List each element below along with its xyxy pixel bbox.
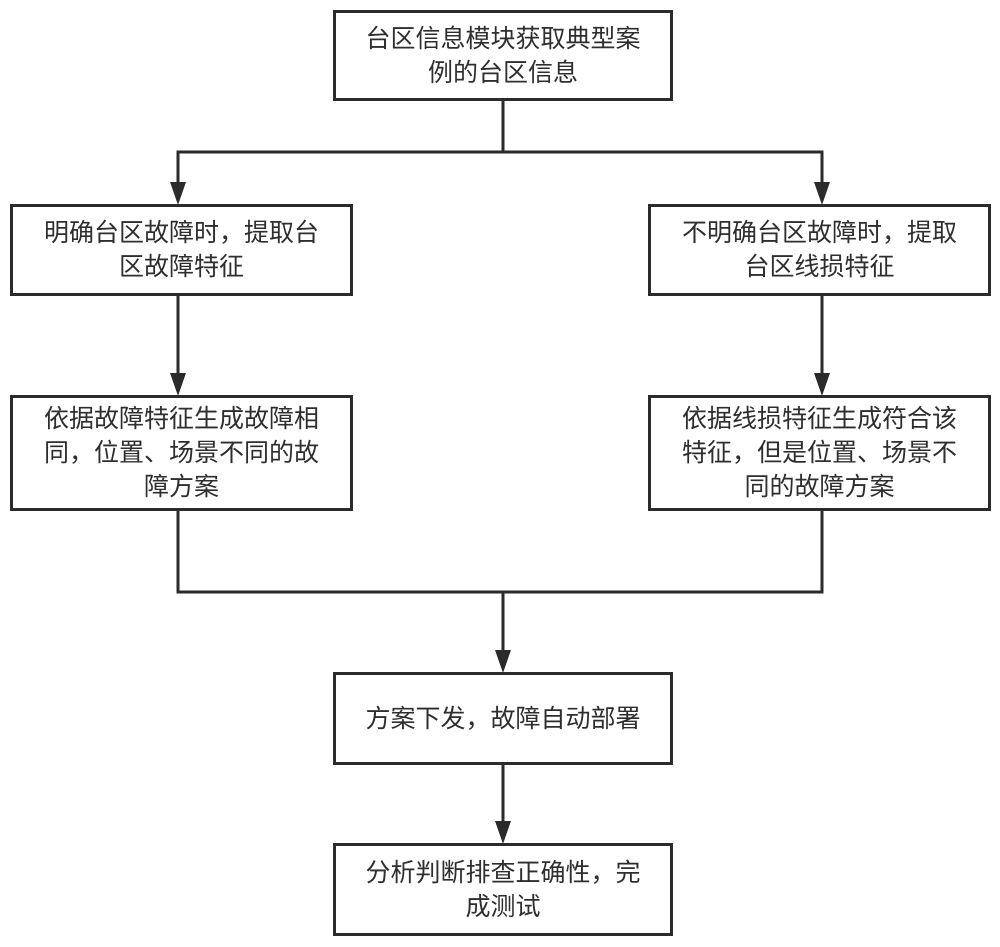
node-gen-by-loss-label: 依据线损特征生成符合该特征，但是位置、场景不同的故障方案 <box>681 404 957 501</box>
node-start-label: 台区信息模块获取典型案例的台区信息 <box>365 23 641 87</box>
node-start: 台区信息模块获取典型案例的台区信息 <box>333 10 673 101</box>
node-gen-by-fault: 依据故障特征生成故障相同，位置、场景不同的故障方案 <box>10 395 353 511</box>
node-clear-fault-label: 明确台区故障时，提取台区故障特征 <box>43 218 319 281</box>
edge-gen-by-fault-merge <box>176 510 503 594</box>
node-clear-fault: 明确台区故障时，提取台区故障特征 <box>10 204 353 296</box>
node-deploy: 方案下发，故障自动部署 <box>333 672 673 765</box>
node-gen-by-loss: 依据线损特征生成符合该特征，但是位置、场景不同的故障方案 <box>648 395 991 511</box>
arrowhead-unclear-fault <box>814 182 830 205</box>
node-gen-by-fault-label: 依据故障特征生成故障相同，位置、场景不同的故障方案 <box>43 404 319 501</box>
edge-gen-by-loss-merge <box>503 510 824 594</box>
arrowhead-gen-by-loss <box>814 373 830 396</box>
arrowhead-clear-fault <box>170 182 186 205</box>
node-verify-label: 分析判断排查正确性，完成测试 <box>365 857 641 921</box>
arrowhead-verify <box>495 821 511 844</box>
node-unclear-fault-label: 不明确台区故障时，提取台区线损特征 <box>681 218 957 281</box>
edge-start-to-clear-fault <box>176 150 503 186</box>
node-deploy-label: 方案下发，故障自动部署 <box>365 703 641 733</box>
edge-start-to-unclear-fault <box>503 150 824 186</box>
arrowhead-deploy <box>495 650 511 673</box>
arrowhead-gen-by-fault <box>170 373 186 396</box>
node-verify: 分析判断排查正确性，完成测试 <box>333 843 673 936</box>
node-unclear-fault: 不明确台区故障时，提取台区线损特征 <box>648 204 991 296</box>
